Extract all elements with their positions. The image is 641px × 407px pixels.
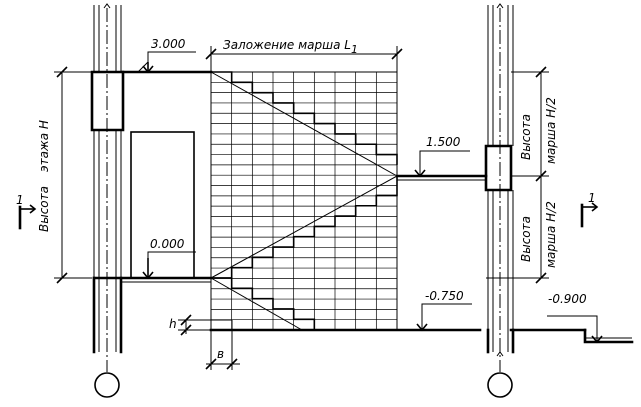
riser-height-label: h xyxy=(169,317,177,331)
level-outside-text: -0.900 xyxy=(548,292,587,306)
floor-height-label: Высотаэтажа H xyxy=(37,120,51,232)
lower-flight-height-phrase: марша H/2 xyxy=(544,201,558,268)
section-mark-right xyxy=(580,202,599,228)
lower-flight-height-word: Высота xyxy=(519,216,533,262)
lower-flight-steps xyxy=(211,176,398,279)
ground-flight-steps xyxy=(211,277,316,330)
left-axis xyxy=(94,8,120,398)
level-mark-top xyxy=(137,51,196,74)
tread-grid xyxy=(210,71,398,331)
left-axis-circle-icon xyxy=(94,372,120,398)
flight-slope-lines xyxy=(210,71,398,331)
section-mark-right-text: 1 xyxy=(588,191,596,205)
floor-height-dimension xyxy=(54,66,92,284)
right-wall xyxy=(484,3,515,357)
level-top-text: 3.000 xyxy=(151,37,186,51)
section-mark-left-text: 1 xyxy=(16,193,24,207)
upper-flight-height-word: Высота xyxy=(519,114,533,160)
left-wall xyxy=(90,3,125,354)
level-ground-text: -0.750 xyxy=(425,289,464,303)
run-length-label: Заложение марша L1 xyxy=(223,38,358,56)
section-mark-left xyxy=(18,204,37,230)
level-mark-ground xyxy=(416,303,472,332)
run-length-dimension xyxy=(205,46,403,72)
riser-height-dimension xyxy=(178,314,232,336)
upper-flight-steps xyxy=(211,71,398,165)
right-axis-circle-icon xyxy=(487,372,513,398)
floor-slabs xyxy=(92,70,634,344)
door-opening xyxy=(130,131,195,279)
flight-height-dimension xyxy=(486,66,549,284)
level-zero-text: 0.000 xyxy=(150,237,185,251)
upper-flight-height-phrase: марша H/2 xyxy=(544,97,558,164)
level-mark-landing xyxy=(414,150,470,178)
level-landing-text: 1.500 xyxy=(426,135,461,149)
tread-width-dimension xyxy=(205,320,240,370)
right-axis xyxy=(487,8,513,398)
level-mark-zero xyxy=(142,251,196,280)
tread-width-label: в xyxy=(217,347,224,361)
level-mark-outside xyxy=(547,315,603,344)
